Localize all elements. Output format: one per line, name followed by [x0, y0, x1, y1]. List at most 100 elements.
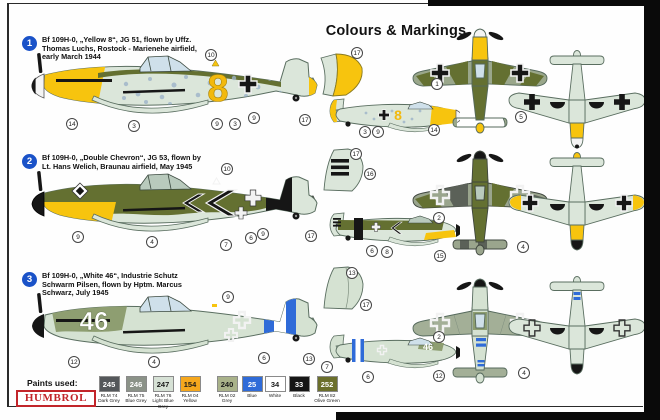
scheme-1-description: Bf 109H-0, „Yellow 8“, JG 51, flown by U… [42, 35, 242, 62]
callout-circle: 10 [205, 49, 217, 61]
spinner [473, 28, 487, 38]
national-cross-marking [429, 184, 451, 206]
callout-circle: 9 [248, 112, 260, 124]
callout-circle: 1 [431, 78, 443, 90]
page-border-top [7, 3, 643, 5]
tailplane-stripe [478, 240, 487, 249]
aft-fuselage [471, 207, 489, 243]
spinner [473, 150, 487, 160]
paint-name: Black [293, 394, 305, 399]
callout-circle: 17 [299, 114, 311, 126]
scan-edge-top [428, 0, 660, 6]
canopy [139, 173, 193, 191]
yellow-nose [471, 36, 489, 61]
blue-stripe [476, 338, 486, 342]
callout-circle: 6 [362, 371, 374, 383]
camo-segment [444, 183, 468, 207]
callout-circle: 12 [68, 356, 80, 368]
scheme-1-description-line-3: early March 1944 [42, 52, 101, 62]
callout-circle: 8 [381, 246, 393, 258]
rudder [475, 372, 485, 384]
scheme-3-side-profile-illustration: 46 [32, 293, 318, 354]
callout-circle: 15 [434, 250, 446, 262]
center-section [568, 99, 586, 124]
spinner [570, 239, 584, 251]
national-cross-marking [232, 310, 252, 330]
national-cross-marking [238, 74, 258, 94]
national-cross-marking [523, 319, 541, 337]
humbrol-logo-text: HUMBROL [24, 392, 88, 404]
callout-circle: 9 [257, 228, 269, 240]
national-cross-marking [524, 94, 540, 110]
camo-segment [520, 72, 544, 86]
callout-circle: 17 [305, 230, 317, 242]
scheme-2-top-view-illustration [412, 150, 548, 256]
national-cross-marking [429, 312, 451, 334]
canopy [474, 63, 486, 79]
rudder [475, 244, 485, 256]
page-border-left [7, 3, 9, 407]
callout-circle: 9 [211, 118, 223, 130]
paint-name: Blue [247, 394, 257, 399]
callout-circle: 3 [229, 118, 241, 130]
callout-circle: 5 [515, 111, 527, 123]
callout-circle: 6 [366, 245, 378, 257]
page-title: Colours & Markings [325, 23, 467, 39]
camo-segment [446, 61, 468, 85]
callout-circle: 9 [72, 231, 84, 243]
scheme-1-badge: 1 [22, 36, 37, 51]
scheme-1-port-profile-illustration: 8 [329, 98, 460, 133]
yellow-rudder [309, 58, 317, 106]
yellow-nose [44, 58, 108, 106]
cannon-barrel [123, 88, 186, 94]
propeller-blade [456, 153, 472, 163]
fuel-triangle-marking [211, 59, 220, 67]
scheme-1-tail-detail-illustration [320, 53, 363, 97]
propeller-blade [456, 31, 472, 41]
scheme-1-side-profile-illustration: 8 [31, 53, 318, 114]
aft-fuselage [568, 165, 586, 203]
paint-chip: 34 [264, 376, 286, 392]
callout-circle: 9 [222, 291, 234, 303]
callout-circle: 4 [146, 236, 158, 248]
national-cross-marking [224, 328, 238, 342]
callout-circle: 7 [321, 361, 333, 373]
callout-circle: 6 [258, 352, 270, 364]
wing-root [91, 213, 209, 232]
paints-used-label: Paints used: [27, 378, 78, 388]
yellow-wingtip [510, 195, 521, 211]
callout-circle: 2 [433, 212, 445, 224]
tail-wheel-hub [294, 214, 298, 218]
yellow-nose [430, 106, 456, 126]
canopy [474, 185, 486, 201]
callout-circle: 12 [433, 370, 445, 382]
paint-swatch-33: 33 Black [286, 376, 312, 399]
cowl [569, 348, 585, 365]
callout-circle: 2 [433, 331, 445, 343]
tail-wheel [345, 121, 351, 127]
scheme-3-bottom-view-illustration [508, 276, 646, 375]
canopy [474, 313, 486, 329]
tactical-number: 8 [207, 68, 228, 110]
blue-stripe [573, 297, 581, 300]
propeller-blade [488, 31, 504, 41]
callout-circle: 7 [220, 239, 232, 251]
national-cross-marking [244, 189, 262, 207]
camo-segment [492, 183, 514, 207]
tailplane [549, 157, 605, 167]
callout-circle: 4 [517, 241, 529, 253]
canopy [139, 295, 193, 313]
spinner-tip [575, 144, 579, 149]
scheme-2-description: Bf 109H-0, „Double Chevron“, JG 53, flow… [42, 153, 242, 171]
tailplane [549, 55, 605, 65]
blue-stripe [286, 298, 296, 346]
scheme-3-port-profile-illustration: 46 [329, 334, 460, 369]
chevron-marking [182, 193, 206, 213]
scan-edge-right [644, 0, 660, 420]
fuel-triangle-marking [212, 304, 217, 307]
blue-stripe [477, 360, 485, 363]
